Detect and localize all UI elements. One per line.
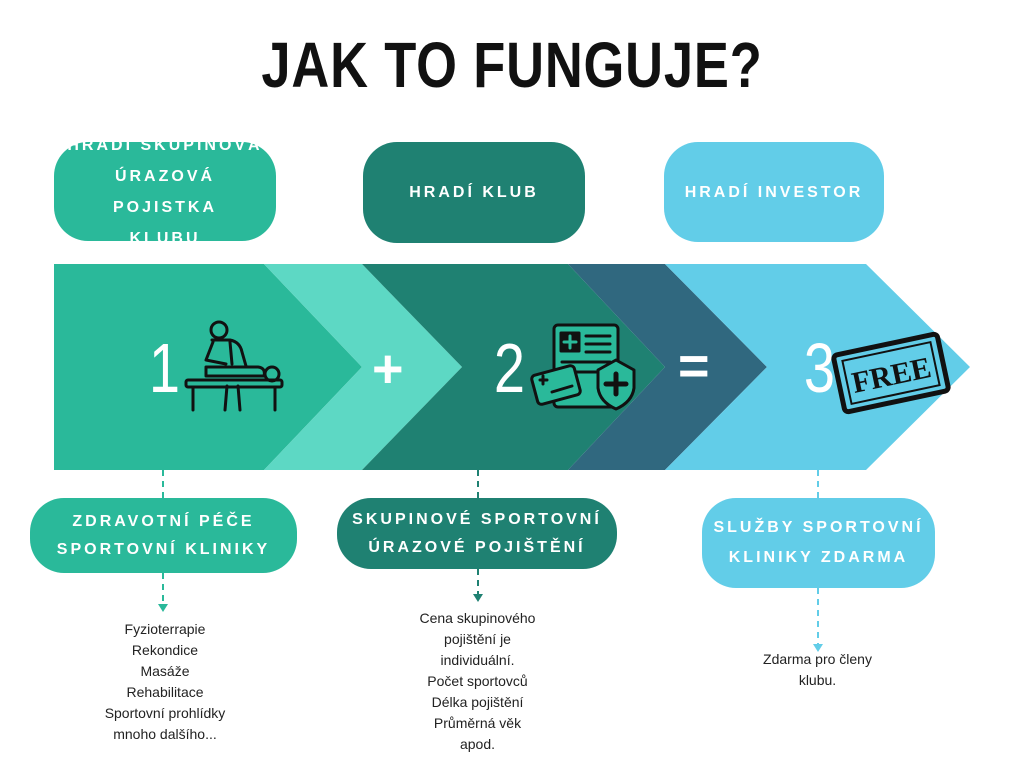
step-number-2: 2	[493, 329, 526, 407]
massage-therapy-icon	[184, 320, 284, 412]
payer-line: ÚRAZOVÁ POJISTKA	[112, 167, 217, 216]
step-number-1: 1	[148, 329, 181, 407]
arrow-segment-5	[665, 264, 970, 470]
arrow-segment-3	[362, 264, 665, 470]
outcome-line: SLUŽBY SPORTOVNÍ	[713, 519, 924, 536]
outcome-line: SPORTOVNÍ KLINIKY	[56, 540, 271, 558]
connector-1-arrowhead	[158, 604, 168, 612]
page-title: JAK TO FUNGUJE?	[261, 29, 763, 101]
payer-line: KLUBU	[129, 229, 201, 247]
payer-investor-pill: HRADÍ INVESTOR	[664, 142, 884, 242]
note-free-for-members: Zdarma pro členy klubu.	[763, 651, 872, 688]
arrow-segment-2	[264, 264, 462, 470]
payer-club-pill: HRADÍ KLUB	[363, 142, 585, 243]
outcome-line: ZDRAVOTNÍ PÉČE	[72, 512, 255, 530]
payer-line: HRADÍ KLUB	[409, 184, 539, 201]
outcome-line: SKUPINOVÉ SPORTOVNÍ	[352, 510, 602, 528]
connector-3-arrowhead	[813, 644, 823, 652]
outcome-line: KLINIKY ZDARMA	[728, 549, 909, 566]
plus-operator: +	[372, 339, 404, 399]
payer-line: HRADÍ SKUPINOVÁ	[67, 136, 263, 154]
equals-operator: =	[678, 336, 710, 396]
outcome-group-insurance-pill: SKUPINOVÉ SPORTOVNÍ ÚRAZOVÉ POJIŠTĚNÍ	[337, 498, 617, 569]
connector-2-arrowhead	[473, 594, 483, 602]
note-insurance-details: Cena skupinového pojištění je individuál…	[419, 610, 536, 752]
note-clinic-services: Fyzioterrapie Rekondice Masáže Rehabilit…	[104, 621, 226, 742]
outcome-line: ÚRAZOVÉ POJIŠTĚNÍ	[368, 538, 586, 556]
payer-line: HRADÍ INVESTOR	[684, 183, 864, 201]
step-number-3: 3	[803, 329, 836, 407]
outcome-clinic-care-pill: ZDRAVOTNÍ PÉČE SPORTOVNÍ KLINIKY	[30, 498, 297, 573]
outcome-free-services-pill: SLUŽBY SPORTOVNÍ KLINIKY ZDARMA	[702, 498, 935, 588]
payer-insurance-pill: HRADÍ SKUPINOVÁ ÚRAZOVÁ POJISTKA KLUBU	[54, 137, 276, 247]
arrow-segment-4	[568, 264, 767, 470]
insurance-document-icon	[530, 323, 636, 411]
